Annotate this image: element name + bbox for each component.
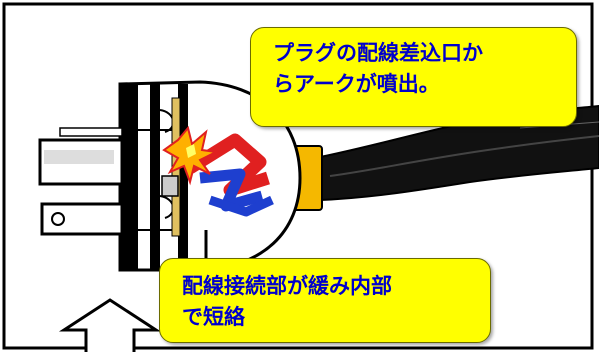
callout-bottom-line1: 配線接続部が緩み内部 xyxy=(182,274,392,298)
up-arrow-icon xyxy=(58,298,162,352)
callout-arc-ejection: プラグの配線差込口か らアークが噴出。 xyxy=(250,27,577,127)
callout-bottom-line2: で短絡 xyxy=(182,305,245,329)
internal-wires xyxy=(186,133,274,217)
plug-prongs xyxy=(38,127,124,236)
callout-short-circuit: 配線接続部が緩み内部 で短絡 xyxy=(159,258,491,343)
figure-frame xyxy=(2,2,594,350)
callout-top-line2: らアークが噴出。 xyxy=(273,72,440,96)
callout-top-line1: プラグの配線差込口か xyxy=(273,41,483,65)
electric-spark-icon xyxy=(162,125,220,186)
